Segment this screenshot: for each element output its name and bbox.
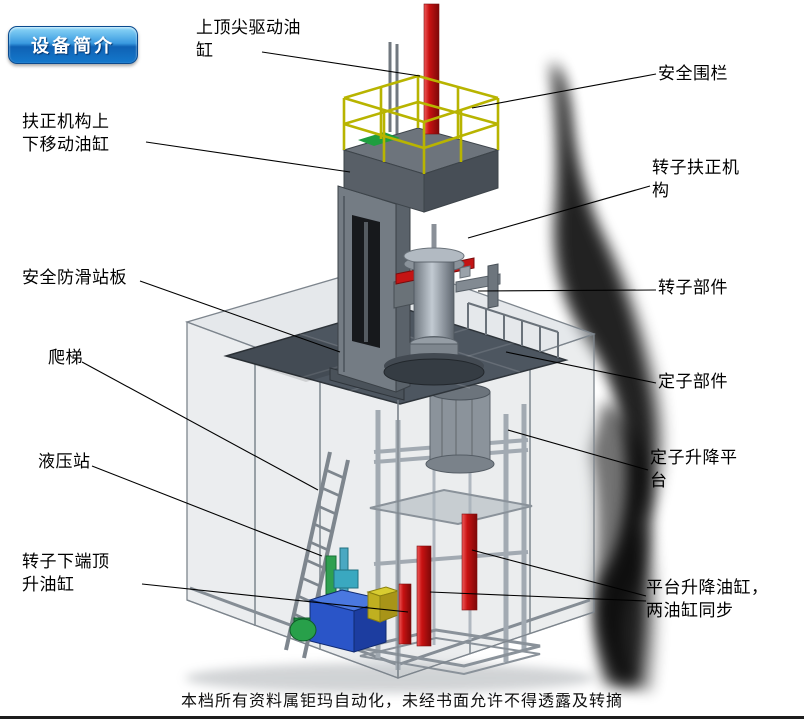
leader-rotor-parts bbox=[477, 289, 657, 292]
leader-rotor-bottom-jack bbox=[141, 583, 409, 613]
top-drive-cylinder bbox=[423, 3, 440, 135]
callout-rotor-centering-mechanism: 转子扶正机 构 bbox=[652, 158, 740, 201]
callout-safety-fence: 安全围栏 bbox=[658, 64, 728, 83]
callout-platform-lift-cylinders: 平台升降油缸， 两油缸同步 bbox=[646, 578, 769, 621]
machine-column bbox=[329, 185, 411, 401]
callout-rotor-bottom-jack-cylinder: 转子下端顶 升油缸 bbox=[22, 552, 110, 595]
callout-stator-lift-platform: 定子升降平 台 bbox=[650, 448, 738, 491]
leader-centering-updown-cylinder bbox=[145, 141, 351, 173]
rotor-part bbox=[383, 224, 485, 386]
leader-safety-fence bbox=[471, 73, 657, 109]
callout-stator-parts: 定子部件 bbox=[658, 372, 728, 391]
leader-hydraulic-station bbox=[91, 465, 323, 557]
callout-hydraulic-station: 液压站 bbox=[38, 452, 91, 471]
callout-top-drive-cylinder: 上顶尖驱动油 缸 bbox=[196, 18, 301, 61]
leader-ladder bbox=[81, 361, 319, 491]
leader-stator-parts bbox=[505, 351, 657, 384]
machine-head bbox=[342, 42, 500, 213]
platform-lift-cylinders bbox=[416, 513, 478, 647]
leader-anti-slip-platform bbox=[139, 280, 341, 353]
copyright-footer: 本档所有资料属钜玛自动化，未经书面允许不得透露及转摘 bbox=[180, 693, 623, 710]
equipment-intro-badge[interactable]: 设备简介 bbox=[8, 26, 138, 64]
deck-edge-fence bbox=[467, 302, 559, 358]
stator-part bbox=[425, 383, 495, 474]
enclosure-front-edges bbox=[186, 400, 595, 679]
callout-rotor-parts: 转子部件 bbox=[658, 278, 728, 297]
leader-stator-lift-platform bbox=[507, 429, 649, 471]
safety-fence bbox=[342, 74, 500, 174]
leader-top-drive-cylinder bbox=[261, 51, 421, 77]
leader-lines bbox=[81, 51, 657, 613]
leader-rotor-centering bbox=[467, 185, 651, 239]
hydraulic-station bbox=[289, 547, 400, 653]
ground-shadow bbox=[185, 663, 595, 693]
leader-platform-cylinder-b bbox=[429, 591, 647, 602]
shadow-smudge bbox=[548, 62, 666, 692]
bottom-border-line bbox=[0, 716, 804, 719]
callout-centering-updown-cylinder: 扶正机构上 下移动油缸 bbox=[22, 112, 110, 155]
callout-ladder: 爬梯 bbox=[48, 348, 83, 367]
callout-anti-slip-platform: 安全防滑站板 bbox=[22, 268, 127, 287]
rotor-bottom-jack-cylinder bbox=[398, 583, 412, 645]
leader-platform-cylinder-a bbox=[471, 549, 647, 597]
